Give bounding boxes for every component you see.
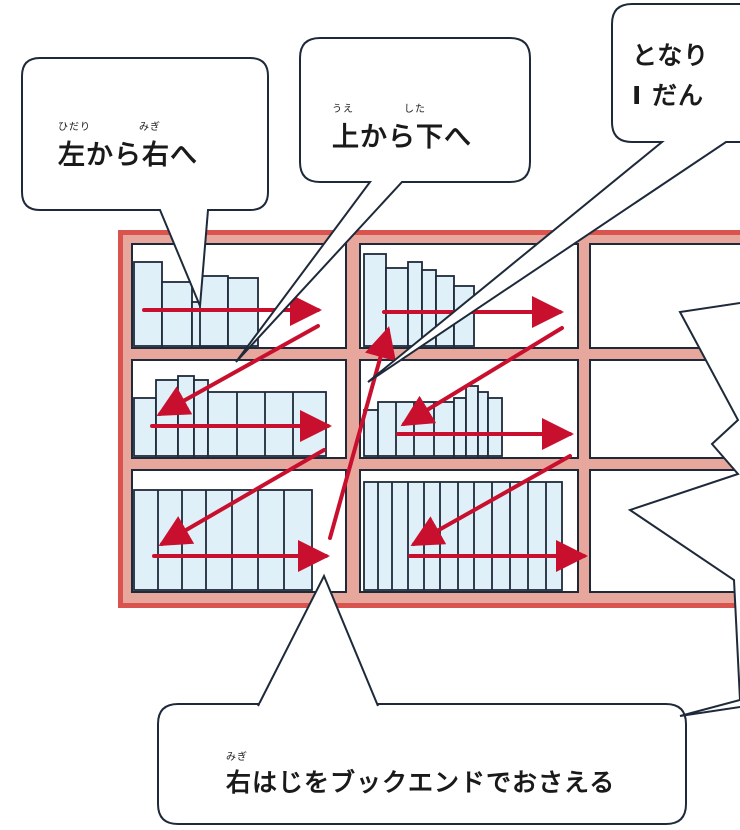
bubble-bookend xyxy=(157,703,687,825)
bubble-left-to-right xyxy=(21,57,269,307)
bubble-text-top-to-bottom: うえした 上から下へ xyxy=(332,100,476,154)
bubble-text-next-shelf: となり I だん xyxy=(632,36,709,116)
arrow-r2c1-to-r3c1 xyxy=(158,448,326,547)
label-next-line2: I だん xyxy=(632,81,705,110)
arrow-r1c1-to-r2c1 xyxy=(156,324,320,416)
bubble-top-to-bottom xyxy=(235,37,531,363)
label-top-to-bottom: 上から下へ xyxy=(332,122,472,153)
bubble-text-bookend: みぎ 右はじをブックエンドでおさえる xyxy=(226,748,615,799)
ruby-migi: みぎ xyxy=(226,752,248,763)
books xyxy=(133,253,563,591)
label-left-to-right: 左から右へ xyxy=(58,140,198,171)
arrow-r1c2-to-r2c2 xyxy=(400,326,564,427)
label-next-line1: となり xyxy=(632,41,710,70)
bubble-text-left-to-right: ひだりみぎ 左から右へ xyxy=(58,118,209,172)
ruby-ue-shita: うえした xyxy=(332,104,426,115)
label-bookend: 右はじをブックエンドでおさえる xyxy=(226,768,616,797)
arrow-r3c1-up-to-r1c2 xyxy=(328,326,396,540)
order-arrows xyxy=(142,294,588,572)
bubble-next-shelf xyxy=(367,3,740,383)
bubble-right-side-outline xyxy=(627,301,740,717)
arrow-r2c2-to-r3c2 xyxy=(410,454,572,546)
bubble-bookend-tail xyxy=(257,573,379,707)
ruby-hidari-migi: ひだりみぎ xyxy=(58,122,161,133)
